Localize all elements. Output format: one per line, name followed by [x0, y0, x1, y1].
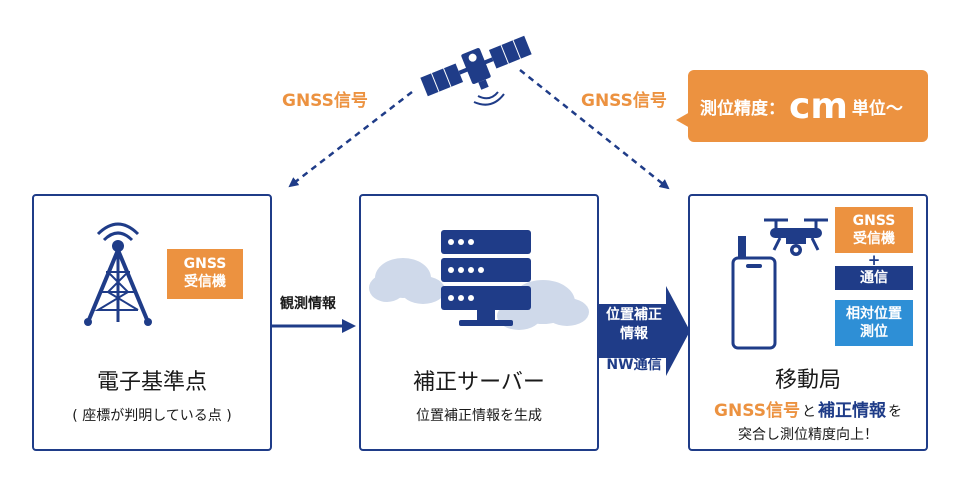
antenna-tower-icon: [84, 222, 152, 326]
station-title: 電子基準点: [96, 370, 207, 395]
mobile-gnss-tag: GNSS 受信機: [835, 207, 913, 253]
server-title: 補正サーバー: [413, 370, 545, 395]
relative-positioning-tag: 相対位置 測位: [835, 300, 913, 346]
gnss-signal-text: GNSS信号: [714, 401, 800, 421]
drone-icon: [764, 218, 828, 256]
callout-prefix: 測位精度：: [700, 98, 785, 119]
and-text: と: [801, 404, 816, 420]
signal-arrow-right: [519, 69, 670, 190]
satellite-icon: [420, 35, 532, 106]
network-comm-label: NW通信: [606, 357, 662, 373]
correction-arrow: [598, 286, 690, 376]
smartphone-icon: [731, 236, 777, 350]
station-subtitle: ( 座標が判明している点 ): [72, 408, 232, 424]
reference-station-box: GNSS 受信機 電子基準点 ( 座標が判明している点 ): [32, 194, 272, 451]
signal-label-left: GNSS信号: [282, 91, 368, 111]
server-cloud-icon: [369, 230, 589, 330]
callout-unit: cm: [789, 85, 848, 127]
comm-tag: 通信: [835, 266, 913, 290]
callout-tail: [676, 112, 690, 128]
wo-text: を: [887, 404, 902, 420]
callout-suffix: 単位〜: [851, 98, 903, 119]
signal-label-right: GNSS信号: [581, 91, 667, 111]
gnss-receiver-tag: GNSS 受信機: [167, 249, 243, 299]
mobile-line1: GNSS信号と補正情報を: [690, 396, 926, 421]
mobile-title: 移動局: [774, 368, 841, 393]
correction-info-label: 位置補正 情報: [606, 307, 662, 342]
accuracy-callout: 測位精度： cm 単位〜: [676, 70, 928, 142]
correction-info-text: 補正情報: [817, 401, 886, 421]
server-subtitle: 位置補正情報を生成: [416, 408, 542, 424]
plus-sign: +: [867, 251, 881, 269]
correction-server-box: 補正サーバー 位置補正情報を生成: [359, 194, 599, 451]
observation-label: 観測情報: [280, 296, 336, 312]
mobile-line2: 突合し測位精度向上！: [738, 427, 878, 443]
signal-arrow-left: [288, 91, 413, 188]
mobile-station-box: GNSS 受信機 + 通信 相対位置 測位 移動局 GNSS信号と補正情報を 突…: [688, 194, 928, 451]
